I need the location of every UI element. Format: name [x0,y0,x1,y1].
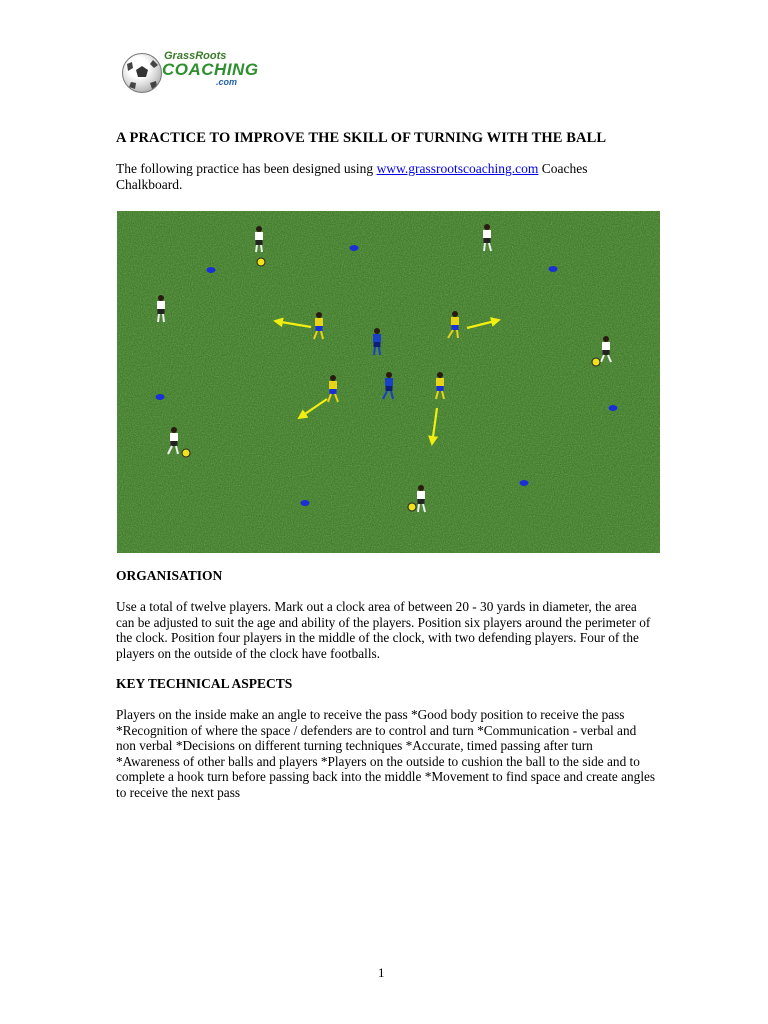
outside-player [167,427,179,455]
outside-player [600,336,612,363]
cone-icon [206,267,216,273]
inside-player [447,311,459,339]
arrow-icon [273,317,312,329]
inside-player [435,372,445,400]
cone-icon [519,480,529,486]
logo-text-dotcom: .com [216,77,238,87]
football-icon [256,257,266,267]
page-title: A PRACTICE TO IMPROVE THE SKILL OF TURNI… [116,130,607,146]
defender-player [382,372,394,400]
outside-player [483,224,492,252]
key-aspects-text: Players on the inside make an angle to r… [116,707,656,800]
outside-player [157,295,165,323]
website-link[interactable]: www.grassrootscoaching.com [376,161,539,176]
intro-text-before: The following practice has been designed… [116,161,377,176]
arrow-icon [466,317,501,330]
outside-player [255,226,263,253]
football-logo-icon [122,53,162,93]
inside-player [313,312,324,340]
movement-arrows [273,317,501,446]
football-icon [181,448,191,458]
grassroots-coaching-logo: GrassRoots COACHING .com [120,48,270,93]
cones [155,245,618,506]
key-aspects-heading: KEY TECHNICAL ASPECTS [116,676,293,691]
cone-icon [300,500,310,506]
logo-text-grassroots: GrassRoots [164,50,227,62]
football-icon [591,357,601,367]
outside-player [417,485,426,513]
cone-icon [548,266,558,272]
practice-diagram [117,211,660,553]
cone-icon [608,405,618,411]
organisation-heading: ORGANISATION [116,568,223,583]
page-number: 1 [378,965,385,980]
defender-player [373,328,381,356]
logo-text-coaching: COACHING [162,60,259,79]
cone-icon [155,394,165,400]
inside-player [327,375,339,403]
intro-text-after: Coaches Chalkboard. [116,161,588,192]
arrow-icon [428,407,439,446]
organisation-text: Use a total of twelve players. Mark out … [116,599,651,661]
arrow-icon [297,398,328,420]
intro-paragraph: The following practice has been designed… [116,161,656,193]
football-icon [407,502,417,512]
cone-icon [349,245,359,251]
